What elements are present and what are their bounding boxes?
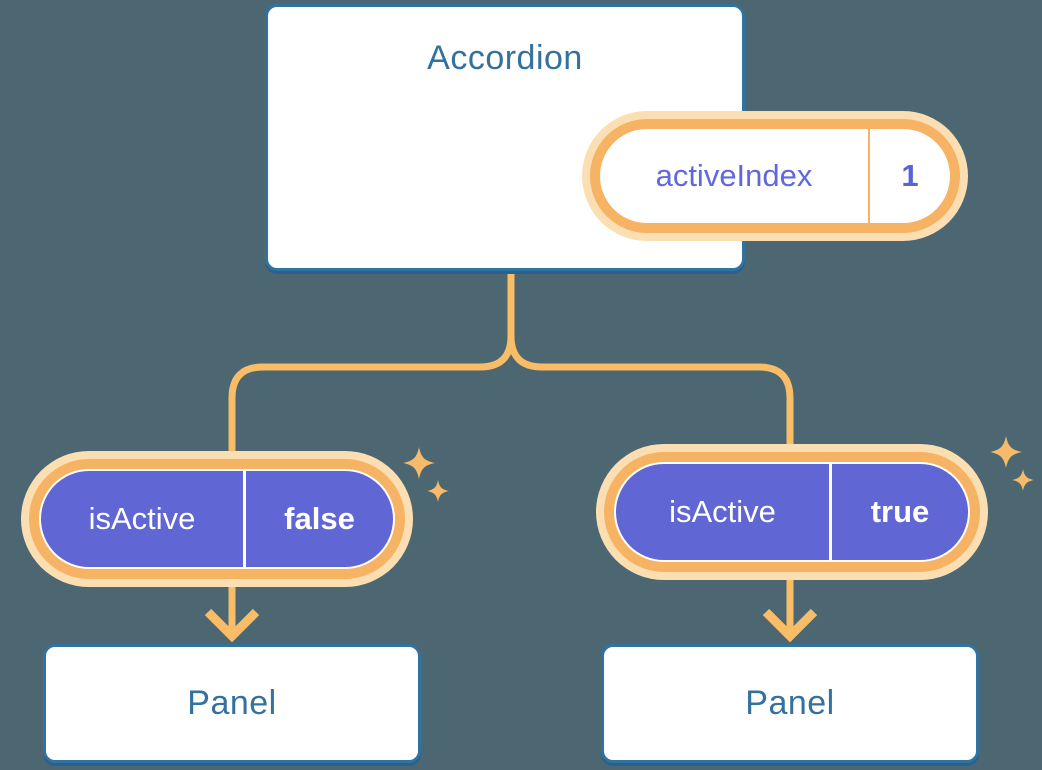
panel-card-left: Panel	[43, 644, 421, 763]
sparkle-icon-right-small	[1012, 469, 1034, 491]
state-pill-name: activeIndex	[655, 158, 813, 193]
prop-pill-left-body: isActive false	[41, 471, 393, 567]
branch-left-line	[228, 335, 515, 470]
prop-pill-left-value: false	[284, 501, 355, 536]
state-pill-divider	[868, 129, 870, 223]
state-pill: activeIndex 1	[590, 119, 960, 233]
prop-pill-right-body: isActive true	[616, 464, 968, 560]
branch-right-line	[507, 335, 794, 463]
panel-title-right: Panel	[745, 684, 835, 722]
prop-pill-right-value: true	[870, 494, 930, 529]
prop-pill-left-divider	[243, 471, 246, 567]
prop-pill-left: isActive false	[29, 459, 405, 579]
state-pill-value: 1	[901, 158, 919, 193]
accordion-title: Accordion	[427, 39, 583, 77]
prop-pill-left-name: isActive	[88, 501, 196, 536]
sparkle-icon-left-large	[403, 447, 435, 479]
accordion-card: Accordion activeIndex 1	[265, 4, 960, 271]
prop-pill-right: isActive true	[604, 452, 980, 572]
sparkle-icon-right-large	[990, 436, 1022, 468]
arrow-down-icon-left	[204, 608, 260, 643]
prop-pill-right-divider	[829, 464, 832, 560]
sparkle-icon-left-small	[427, 480, 449, 502]
panel-title-left: Panel	[187, 684, 277, 722]
panel-card-right: Panel	[601, 644, 979, 763]
arrow-down-icon-right	[762, 608, 818, 643]
prop-pill-right-name: isActive	[669, 494, 776, 529]
